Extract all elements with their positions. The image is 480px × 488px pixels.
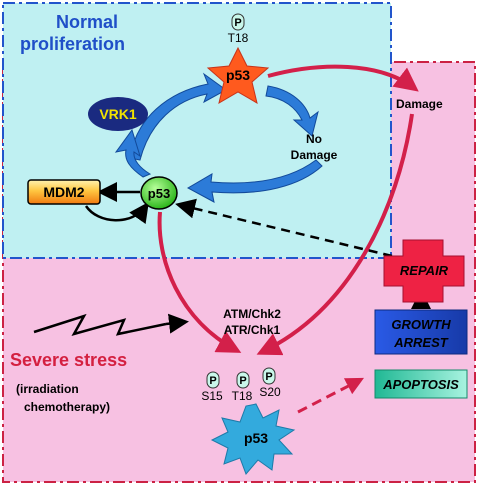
- arrow-p53top-to-damage: [267, 64, 419, 92]
- repair-label: REPAIR: [400, 263, 449, 278]
- no-damage-line2: Damage: [291, 148, 338, 162]
- phospho-marker-s15: [206, 371, 220, 389]
- arrow-p53bottom-to-apoptosis: [297, 377, 364, 414]
- apoptosis-node: [374, 369, 468, 399]
- p53-burst-node: [210, 403, 296, 475]
- arrow-repair-to-p53mid: [175, 198, 393, 258]
- arrow-mdm2-inhibits-p53mid: [84, 201, 149, 225]
- no-damage-line1: No: [306, 132, 322, 146]
- p53-burst-label: p53: [244, 430, 268, 446]
- phospho-site-s20: S20: [259, 385, 281, 399]
- p53-green-label: p53: [148, 186, 170, 201]
- vrk1-label: VRK1: [99, 106, 137, 122]
- phospho-site-t18-top: T18: [228, 31, 249, 45]
- phospho-marker-t18-bottom: [236, 371, 250, 389]
- arrow-damage-to-p53bottom: [256, 113, 414, 356]
- mdm2-label: MDM2: [43, 184, 84, 200]
- repair-node: [383, 239, 465, 303]
- vrk1-node: [88, 97, 148, 131]
- stress-note-line1: (irradiation: [16, 382, 79, 396]
- phospho-site-s15: S15: [201, 389, 223, 403]
- stress-note-line2: chemotherapy): [24, 400, 110, 414]
- kinases-line2: ATR/Chk1: [224, 323, 281, 337]
- phospho-site-t18-bottom: T18: [232, 389, 253, 403]
- kinases-line1: ATM/Chk2: [223, 307, 281, 321]
- growth-arrest-line2: ARREST: [393, 335, 449, 350]
- p53-green-node: [140, 176, 178, 210]
- cycle-arrow-p53mid-to-cycle: [114, 128, 152, 178]
- growth-arrest-node: [374, 309, 468, 355]
- cycle-arrow-p53top-to-nodamage: [265, 85, 319, 137]
- phospho-marker-top: [231, 13, 245, 31]
- phospho-marker-s20: [262, 367, 276, 385]
- normal-title-line1: Normal: [56, 12, 118, 32]
- phospho-marker-top-label: P: [234, 17, 241, 29]
- apoptosis-label: APOPTOSIS: [382, 377, 459, 392]
- phospho-marker-t18-bottom-label: P: [239, 375, 246, 387]
- arrow-irradiation-tip: [165, 313, 189, 334]
- severe-stress-title: Severe stress: [10, 350, 127, 370]
- p53-star-label: p53: [226, 67, 250, 83]
- arrow-p53mid-to-p53bottom: [157, 211, 242, 353]
- cycle-arrow-nodamage-to-p53mid: [186, 159, 323, 203]
- irradiation-zigzag: [33, 313, 167, 337]
- damage-label: Damage: [396, 97, 443, 111]
- normal-title-line2: proliferation: [20, 34, 125, 54]
- mdm2-node: [27, 179, 101, 205]
- growth-arrest-line1: GROWTH: [391, 317, 451, 332]
- phospho-marker-s20-label: P: [265, 371, 272, 383]
- phospho-marker-s15-label: P: [209, 375, 216, 387]
- normal-proliferation-region: [2, 2, 392, 259]
- p53-star-node: [206, 46, 270, 105]
